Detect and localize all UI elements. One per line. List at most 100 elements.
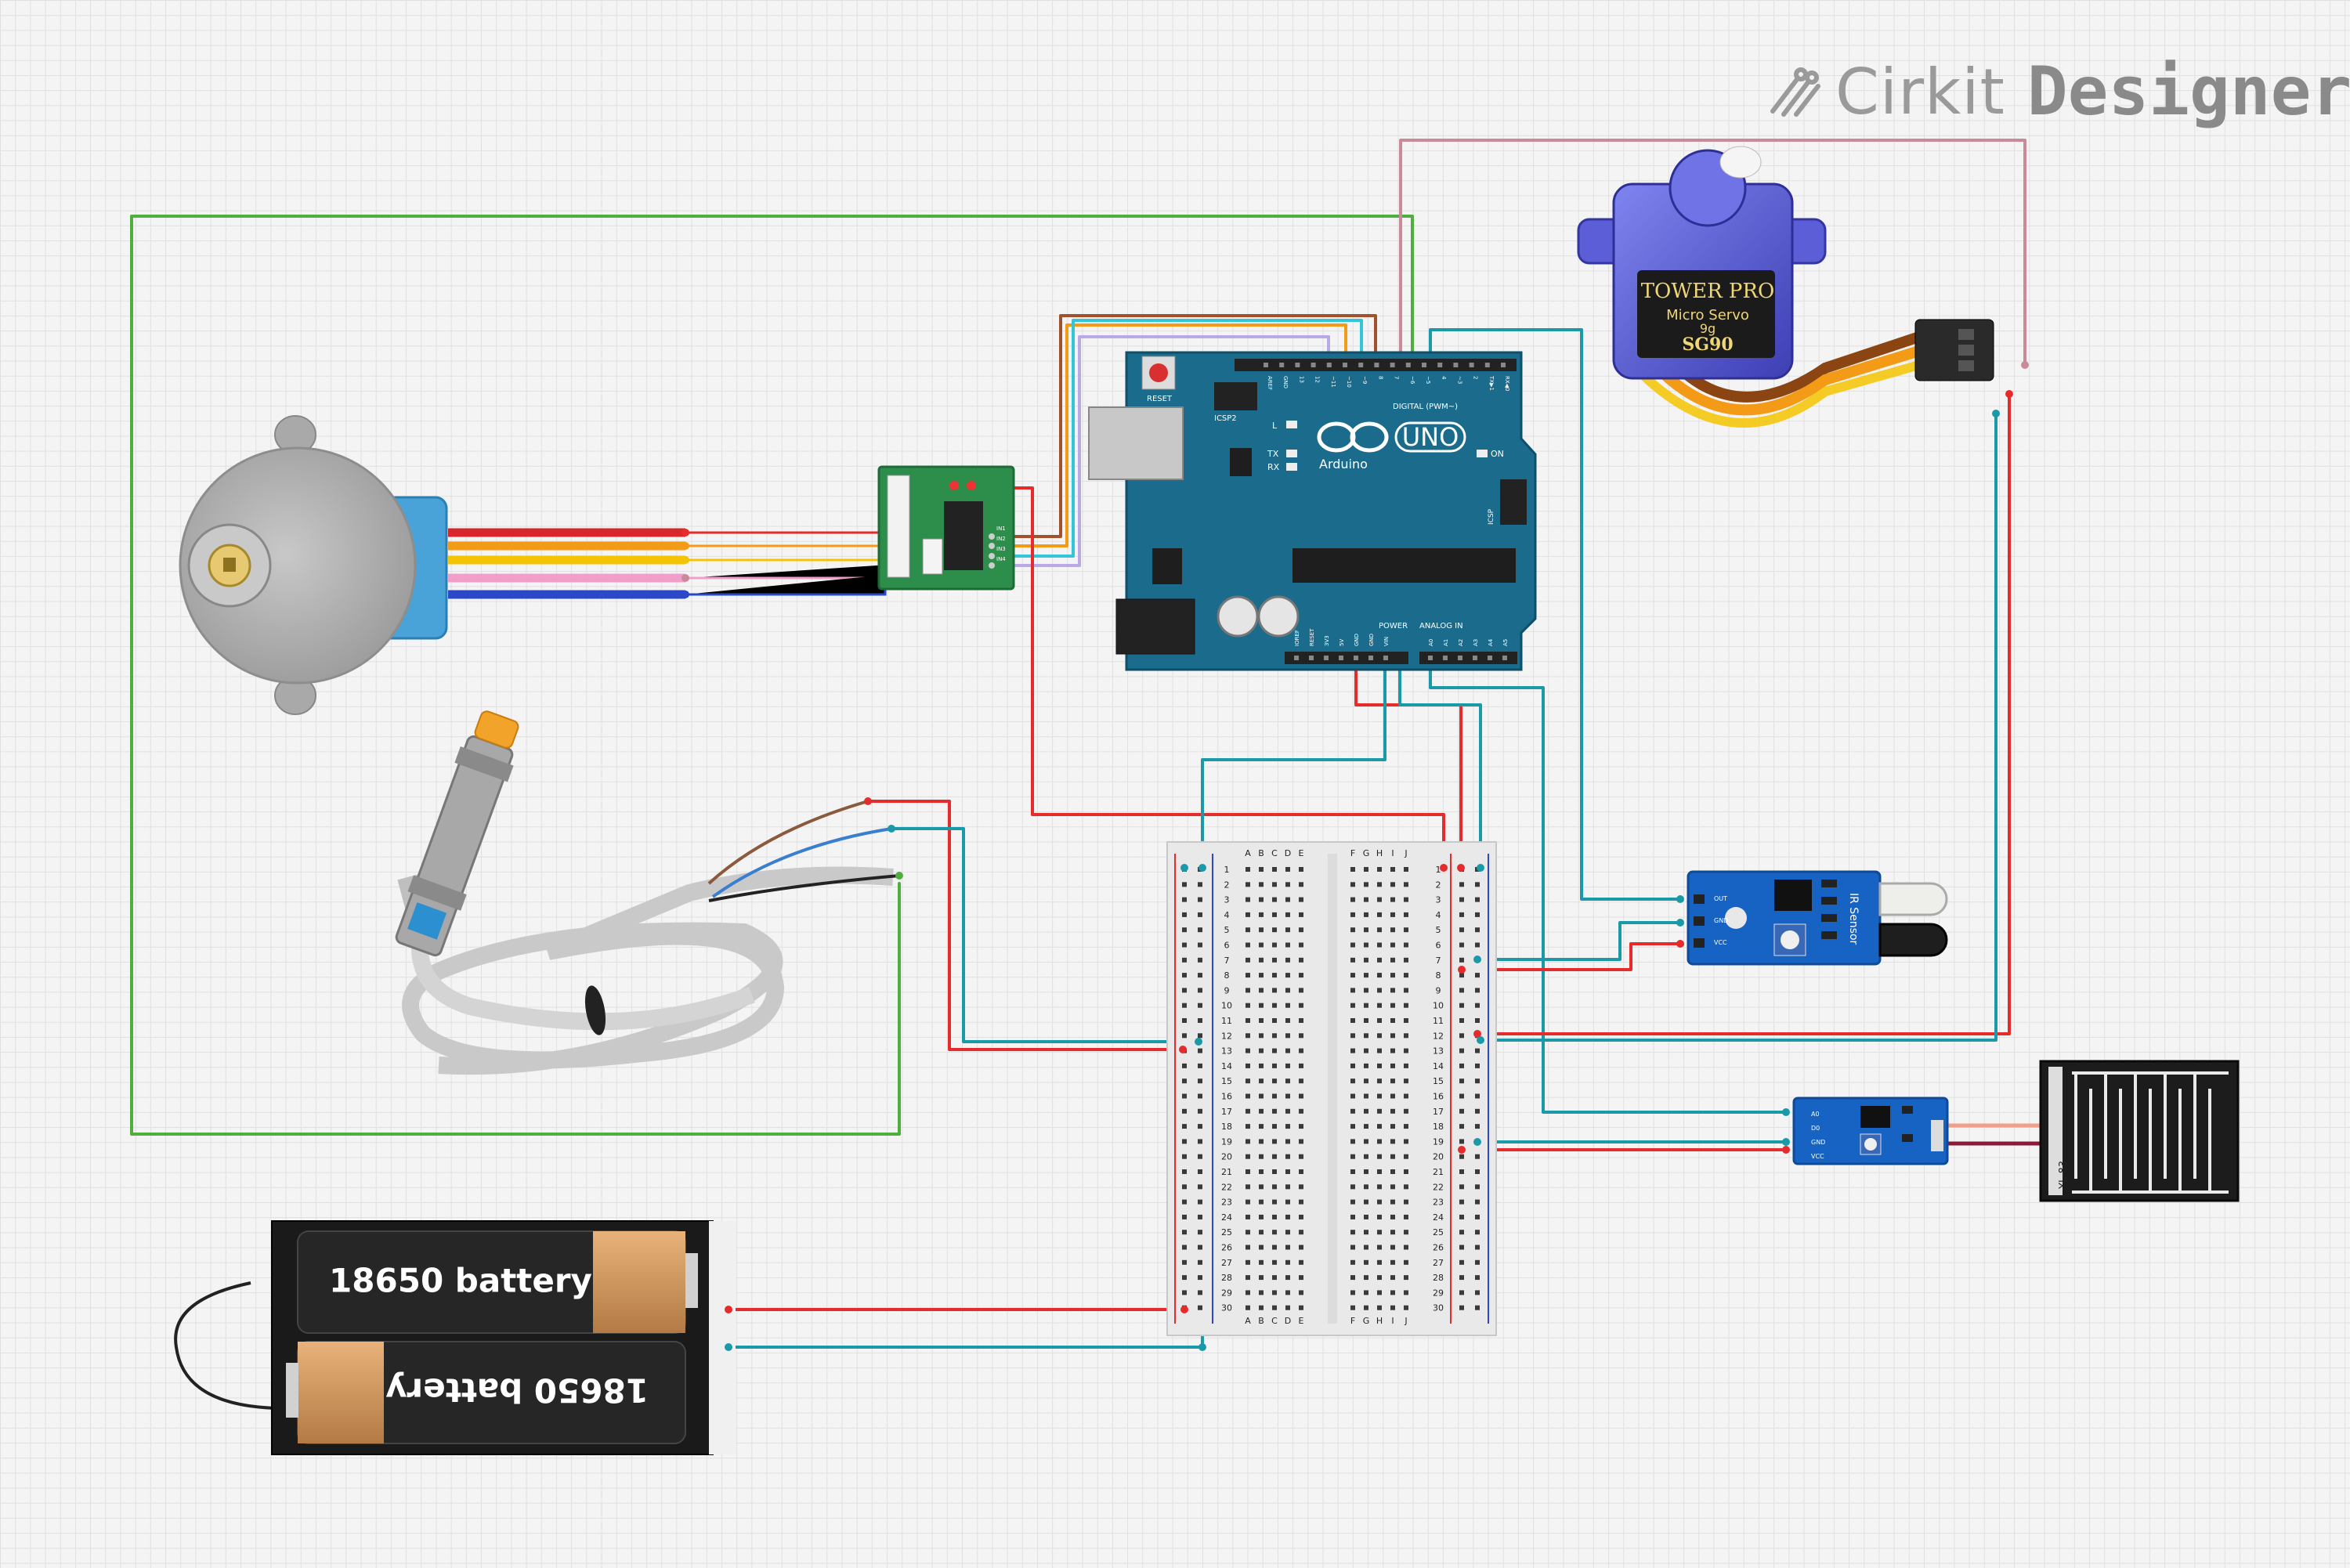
wire-teal-gnd2: [1398, 656, 1482, 869]
breadboard-hole: [1299, 1018, 1303, 1023]
breadboard-hole: [1350, 882, 1355, 887]
breadboard-hole: [1246, 1063, 1250, 1068]
breadboard-hole: [1390, 1184, 1395, 1190]
rain-sensor-module[interactable]: A0 D0 GND VCC: [1792, 1097, 1949, 1165]
rail-hole: [1182, 1063, 1187, 1068]
plate-traces: [2072, 1071, 2229, 1194]
breadboard-hole: [1390, 1048, 1395, 1053]
column-label: H: [1376, 848, 1383, 858]
breadboard-hole: [1364, 1184, 1368, 1190]
rain-detection-plate[interactable]: YL-83: [2039, 1060, 2240, 1202]
breadboard-hole: [1364, 1093, 1368, 1099]
stepper-motor[interactable]: [179, 415, 901, 715]
breadboard-hole: [1404, 1230, 1408, 1235]
row-label: 6: [1436, 941, 1441, 951]
rail-hole: [1475, 1230, 1480, 1235]
breadboard-hole: [1285, 1214, 1290, 1219]
breadboard-hole: [1404, 988, 1408, 993]
breadboard-hole: [1285, 1108, 1290, 1114]
pin-label: ~6: [1409, 376, 1415, 385]
breadboard-hole: [1285, 1018, 1290, 1023]
breadboard-hole: [1285, 1124, 1290, 1129]
breadboard-hole: [1285, 973, 1290, 978]
rail-hole: [1198, 1169, 1202, 1174]
servo-connector: [1914, 319, 1994, 381]
breadboard-hole: [1350, 1199, 1355, 1205]
breadboard-hole: [1246, 1305, 1250, 1310]
breadboard-hole: [1404, 1275, 1408, 1281]
header-pin: [1443, 656, 1448, 660]
ir-sensor-module[interactable]: IR Sensor OUT GND VCC: [1687, 870, 1948, 966]
column-label: I: [1391, 1316, 1394, 1326]
breadboard-hole: [1246, 1214, 1250, 1219]
pin-label: VIN: [1383, 637, 1390, 646]
pin-label: TX▶1: [1488, 375, 1495, 391]
rail-hole: [1475, 1093, 1480, 1099]
breadboard-hole: [1285, 1093, 1290, 1099]
row-label: 15: [1221, 1076, 1232, 1086]
row-label: 9: [1436, 985, 1441, 995]
row-label: 16: [1433, 1092, 1444, 1102]
row-label: 14: [1221, 1061, 1232, 1071]
wire-teal-gnd: [1201, 656, 1386, 869]
servo-sg90[interactable]: TOWER PRO Micro Servo 9g SG90: [1577, 146, 1994, 428]
breadboard-hole: [1246, 1169, 1250, 1174]
breadboard-hole: [1299, 988, 1303, 993]
rail-hole: [1198, 1275, 1202, 1281]
rail-hole: [1182, 897, 1187, 902]
breadboard-hole: [1364, 1003, 1368, 1008]
wire-endpoints: [682, 361, 2029, 1351]
breadboard-hole: [1364, 1018, 1368, 1023]
breadboard-hole: [1390, 882, 1395, 887]
breadboard-holes: [1182, 867, 1480, 1310]
breadboard-hole: [1285, 1305, 1290, 1310]
breadboard-hole: [1272, 1108, 1277, 1114]
breadboard-hole: [1285, 927, 1290, 933]
wire-endpoint: [1477, 864, 1484, 872]
logo-brand: Cirkit: [1835, 55, 2005, 128]
breadboard-hole: [1299, 1259, 1303, 1265]
breadboard-hole: [1259, 1199, 1264, 1205]
header-pin: [1368, 656, 1373, 660]
header-pin: [1295, 363, 1300, 367]
wire-endpoint: [864, 797, 872, 805]
breadboard-hole: [1246, 897, 1250, 902]
breadboard-hole: [1377, 1199, 1382, 1205]
breadboard-hole: [1299, 1305, 1303, 1310]
battery-label-top: 18650 battery: [329, 1262, 592, 1300]
capacitor-2: [1257, 595, 1300, 638]
breadboard-hole: [1259, 1033, 1264, 1039]
rail-hole: [1459, 1108, 1464, 1114]
rail-hole: [1198, 957, 1202, 963]
header-pin: [1458, 656, 1462, 660]
arduino-uno[interactable]: RESET ICSP2 ICSP UNO Arduino L TX RX ON …: [1088, 351, 1537, 671]
breadboard-hole: [1272, 988, 1277, 993]
inductive-proximity-sensor[interactable]: [390, 706, 900, 1075]
breadboard-hole: [1390, 912, 1395, 917]
breadboard-hole: [1377, 988, 1382, 993]
breadboard-hole: [1272, 1305, 1277, 1310]
row-label: 26: [1221, 1243, 1232, 1253]
breadboard-hole: [1364, 1154, 1368, 1159]
breadboard-hole: [1259, 912, 1264, 917]
rail-hole: [1459, 1048, 1464, 1053]
stepper-driver-board[interactable]: IN1 IN2 IN3 IN4: [877, 465, 1015, 591]
logo-product: Designer: [2026, 52, 2350, 131]
rail-hole: [1182, 1245, 1187, 1250]
breadboard-hole: [1246, 1275, 1250, 1281]
wire-endpoint: [1782, 1138, 1790, 1146]
breadboard-hole: [1285, 912, 1290, 917]
breadboard-hole: [1299, 1124, 1303, 1129]
battery-holder[interactable]: 18650 battery 18650 battery: [174, 1220, 736, 1455]
breadboard-hole: [1299, 1169, 1303, 1174]
wire-endpoint: [1477, 1036, 1484, 1044]
pin-label: 2: [1473, 376, 1479, 379]
breadboard-hole: [1377, 927, 1382, 933]
breadboard-hole: [1404, 1169, 1408, 1174]
breadboard-hole: [1272, 1093, 1277, 1099]
breadboard-hole: [1350, 1033, 1355, 1039]
breadboard-hole: [1259, 1078, 1264, 1084]
breadboard-hole: [1285, 1199, 1290, 1205]
